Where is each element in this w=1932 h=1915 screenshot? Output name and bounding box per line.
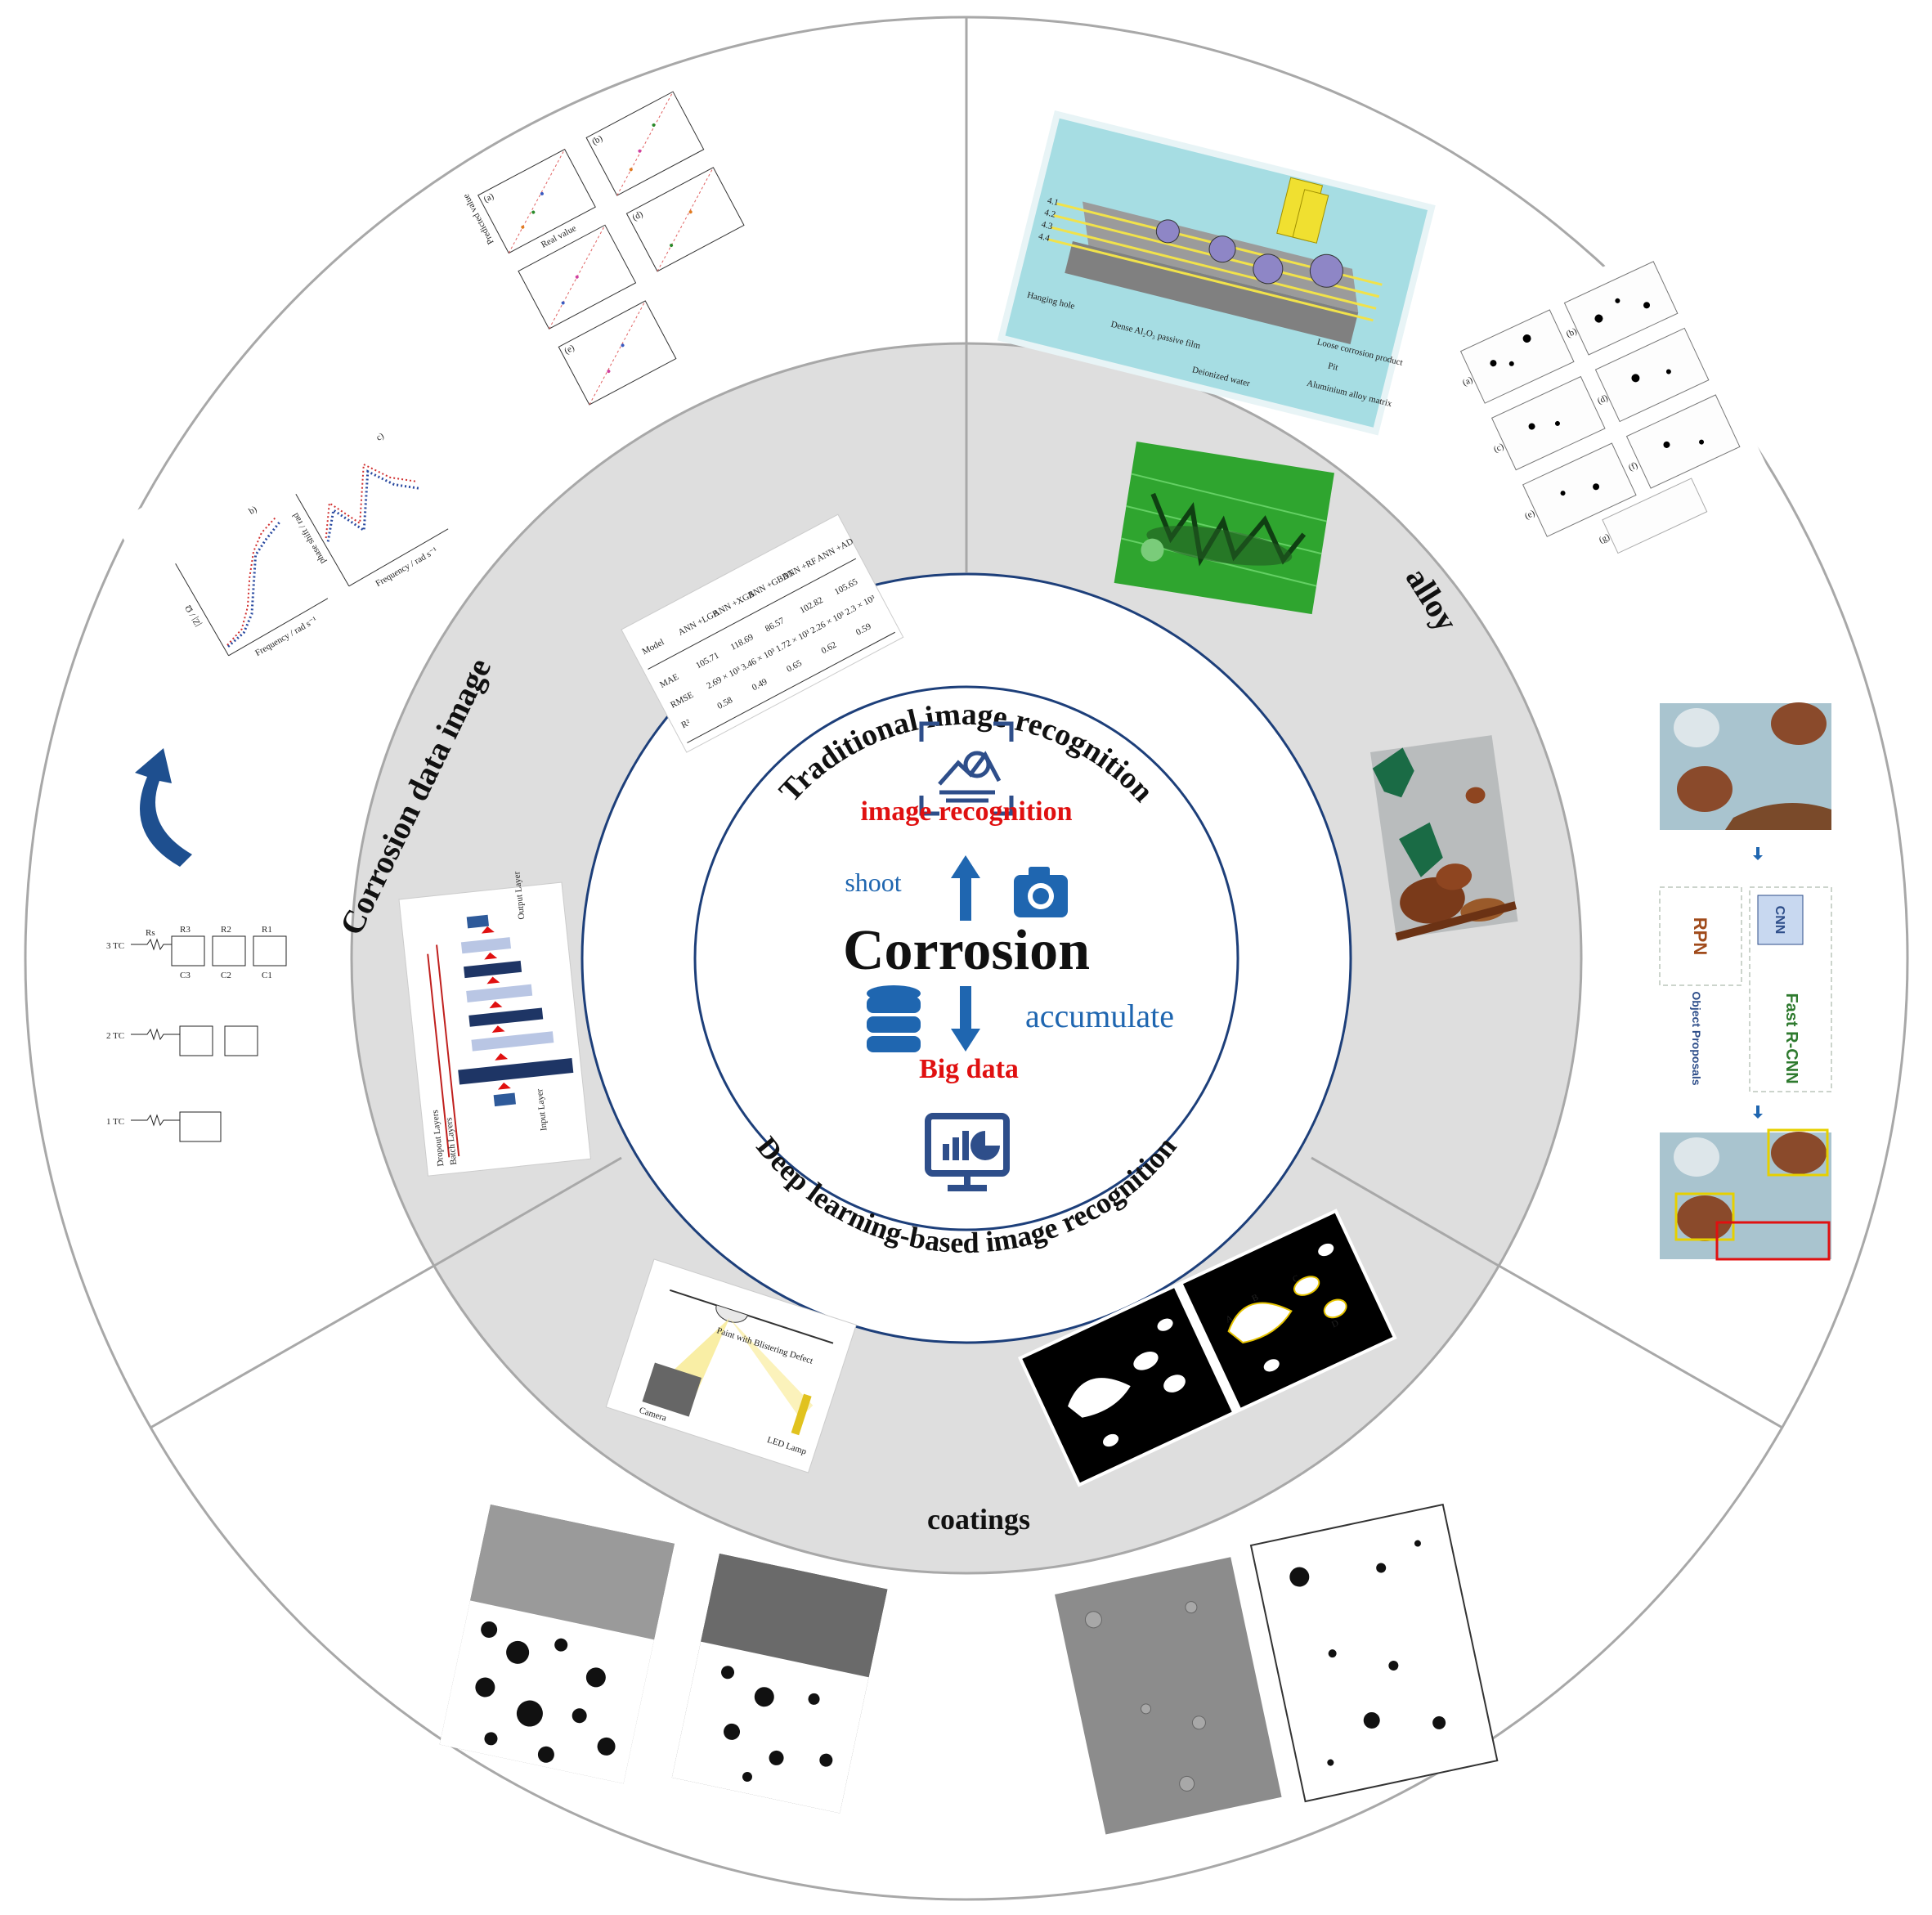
svg-text:(a): (a) [1461,374,1474,388]
corrosion-title: Corrosion [843,919,1090,982]
down-arrow-icon [951,986,980,1052]
svg-text:Fast R-CNN: Fast R-CNN [1782,993,1800,1083]
core-circle [693,685,1239,1231]
coating-micrograph-left-2 [671,1553,888,1814]
svg-text:B: B [1250,1293,1260,1304]
monitor-chart-icon [925,1113,1010,1191]
svg-text:4.4: 4.4 [1038,231,1051,244]
svg-text:3 TC: 3 TC [106,941,124,951]
svg-text:C3: C3 [180,971,191,980]
blister-binary-thumbnail: A B C D [1018,1209,1397,1487]
rcnn-pipeline-thumbnail: RPN CNN Fast R-CNN Object Proposals [1659,702,1832,1261]
svg-text:R2: R2 [221,925,231,935]
image-recognition-text: image recognition [860,796,1072,827]
svg-text:4.3: 4.3 [1040,219,1054,231]
neural-network-thumbnail: Output Layer Input Layer Dropout Layers … [398,871,591,1177]
middle-divider-right [1311,1156,1499,1267]
up-arrow-icon [951,855,980,921]
svg-text:Object Proposals: Object Proposals [1690,991,1703,1085]
svg-text:Input Layer: Input Layer [535,1088,549,1132]
equivalent-circuits-thumbnail: 3 TC 2 TC 1 TC Rs R3 R2 R1 C3 C2 C1 [98,899,294,1165]
svg-text:(a): (a) [482,191,496,204]
svg-text:R3: R3 [180,925,191,935]
green-3d-scan-thumbnail [1114,442,1334,615]
ann-metrics-table: Model ANN +LGB ANN +XGB ANN +GBDT ANN +R… [621,514,904,753]
rusty-plate-thumbnail [1370,735,1518,941]
pit-schematic-thumbnail: Hanging hole Dense Al₂O₃ passive film De… [997,110,1436,436]
coating-micrograph-left [439,1505,675,1784]
svg-text:C1: C1 [262,971,272,980]
svg-text:(c): (c) [1492,442,1505,455]
accumulate-text: accumulate [1025,998,1174,1034]
camera-icon [1014,867,1068,917]
middle-divider-left [433,1156,622,1267]
outer-divider-right [1494,1262,1783,1429]
svg-text:R1: R1 [262,925,272,935]
svg-text:(e): (e) [1523,509,1536,522]
svg-text:4.2: 4.2 [1043,208,1056,220]
svg-text:2 TC: 2 TC [106,1031,124,1041]
svg-text:(e): (e) [563,343,576,356]
svg-text:(b): (b) [590,133,604,147]
big-data-text: Big data [919,1054,1019,1084]
svg-text:Rs: Rs [146,928,155,938]
svg-text:CNN: CNN [1773,906,1786,935]
image-frame-icon [919,721,1014,816]
outer-divider-left [150,1262,439,1429]
svg-text:(d): (d) [1596,393,1610,406]
svg-text:1 TC: 1 TC [106,1117,124,1127]
svg-text:RPN: RPN [1690,917,1710,955]
svg-text:(f): (f) [1627,460,1639,473]
svg-text:4.1: 4.1 [1047,195,1060,208]
svg-text:(b): (b) [1565,326,1579,339]
database-icon [867,985,921,1052]
svg-text:(d): (d) [630,209,644,223]
svg-text:Pit: Pit [1327,361,1339,373]
coatings-label: coatings [927,1503,1030,1536]
svg-text:C2: C2 [221,971,231,980]
led-camera-setup-thumbnail: Camera LED Lamp Paint with Blistering De… [605,1258,857,1473]
curved-arrow-icon [135,748,192,867]
coating-micrograph-right-gray [1055,1557,1282,1835]
shoot-text: shoot [845,868,901,897]
coating-micrograph-right-binary [1249,1503,1499,1803]
scatter-panels-thumbnail: (a) (b) (e) (d) Real value Predicted val… [442,70,803,428]
svg-text:C: C [1291,1273,1301,1285]
svg-text:(g): (g) [1598,532,1611,545]
binary-panels-thumbnail: (a) (b) (c) (d) (e) (f) (g) [1439,240,1776,589]
